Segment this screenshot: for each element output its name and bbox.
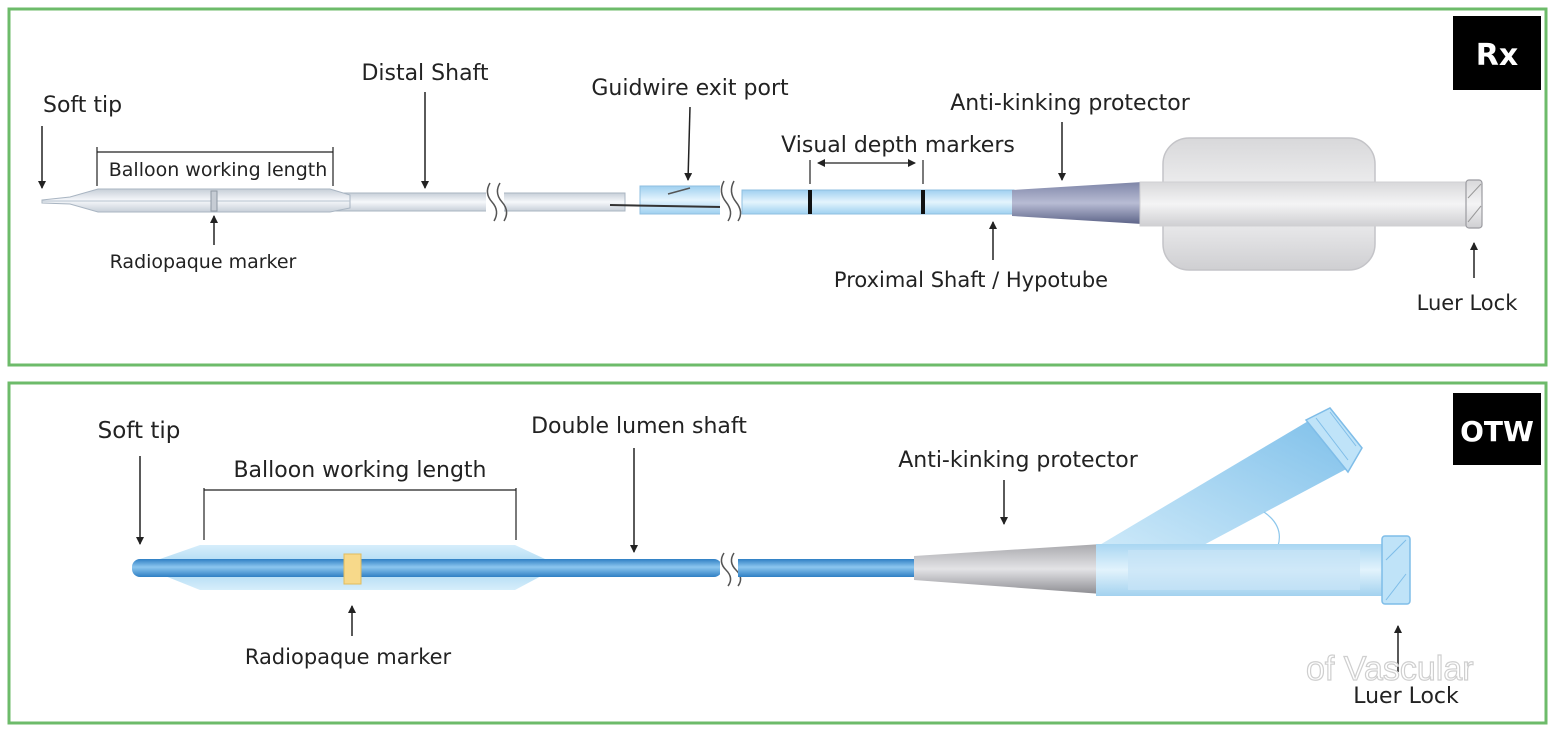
rx-catheter bbox=[41, 137, 1483, 271]
watermark-text: of Vascular bbox=[1306, 650, 1474, 688]
rx-distal-shaft bbox=[329, 192, 626, 212]
otw-panel: OTW bbox=[7, 381, 1548, 725]
rx-label-balloon-working-length: Balloon working length bbox=[109, 159, 328, 181]
rx-label-visual-depth-markers: Visual depth markers bbox=[781, 133, 1015, 158]
rx-hub-body bbox=[1139, 181, 1471, 227]
otw-catheter bbox=[132, 407, 1411, 605]
otw-anti-kinking-protector bbox=[914, 544, 1102, 594]
rx-label-luer-lock: Luer Lock bbox=[1417, 291, 1519, 315]
rx-depth-marker-1 bbox=[808, 190, 812, 214]
otw-side-arm bbox=[1098, 420, 1352, 548]
rx-tag-label: Rx bbox=[1476, 38, 1518, 73]
rx-label-guidewire-exit-port: Guidwire exit port bbox=[591, 76, 789, 101]
otw-label-soft-tip: Soft tip bbox=[98, 418, 181, 444]
rx-label-distal-shaft: Distal Shaft bbox=[361, 61, 488, 86]
otw-label-double-lumen-shaft: Double lumen shaft bbox=[531, 414, 747, 439]
rx-guidewire-port-sleeve bbox=[639, 185, 731, 215]
rx-panel: Rx bbox=[7, 7, 1548, 367]
otw-shaft-distal bbox=[132, 559, 722, 577]
rx-label-soft-tip: Soft tip bbox=[43, 93, 122, 118]
rx-label-anti-kinking-protector: Anti-kinking protector bbox=[950, 91, 1191, 116]
rx-tag: Rx bbox=[1453, 16, 1541, 90]
otw-tag-label: OTW bbox=[1460, 415, 1534, 448]
otw-shaft-proximal bbox=[738, 559, 920, 577]
otw-label-balloon-working-length: Balloon working length bbox=[233, 458, 486, 483]
otw-tag: OTW bbox=[1453, 393, 1541, 465]
otw-luer-lock bbox=[1381, 535, 1411, 605]
rx-proximal-shaft bbox=[741, 189, 1015, 215]
otw-label-luer-lock: Luer Lock bbox=[1353, 684, 1459, 709]
otw-radiopaque-band bbox=[343, 553, 362, 585]
otw-label-anti-kinking-protector: Anti-kinking protector bbox=[898, 448, 1139, 473]
rx-luer-lock bbox=[1465, 179, 1483, 229]
rx-anti-kinking-protector bbox=[1012, 182, 1142, 224]
rx-depth-marker-2 bbox=[921, 190, 925, 214]
rx-label-proximal-shaft: Proximal Shaft / Hypotube bbox=[834, 268, 1108, 292]
otw-annotations: Soft tip Balloon working length Radiopaq… bbox=[98, 414, 1459, 709]
otw-label-radiopaque-marker: Radiopaque marker bbox=[245, 645, 452, 669]
rx-label-radiopaque-marker: Radiopaque marker bbox=[110, 251, 297, 273]
rx-annotations: Soft tip Balloon working length Radiopaq… bbox=[38, 61, 1519, 315]
rx-radiopaque-band bbox=[210, 190, 218, 212]
